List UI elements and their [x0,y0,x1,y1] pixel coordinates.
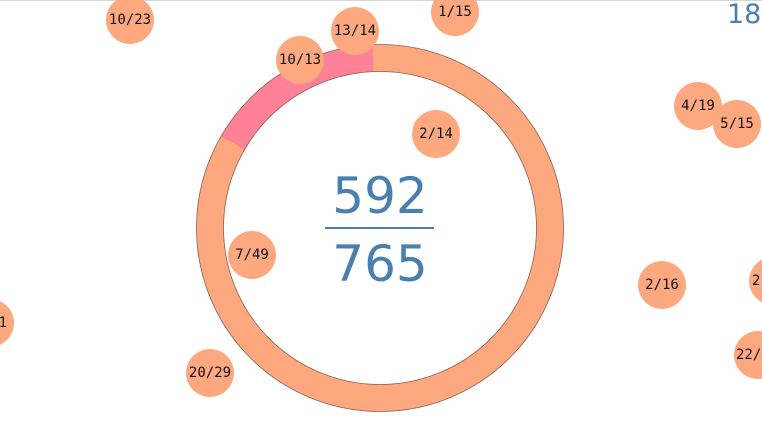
target-denominator: 765 [332,235,428,293]
fraction-bubble[interactable]: 7/49 [228,231,276,279]
ring-progress-fill [196,44,564,412]
fraction-bubble[interactable]: 5/15 [713,100,761,148]
fraction-bubble[interactable]: 1/15 [431,0,479,36]
fraction-bubble[interactable]: 20/29 [186,349,234,397]
fraction-bubble[interactable]: 1 [0,299,14,347]
top-border [0,0,762,1]
fraction-bar [325,227,434,229]
fraction-bubble[interactable]: 10/13 [276,36,324,84]
fraction-bubble[interactable]: 10/23 [106,0,154,44]
score-counter: 18 [727,0,762,30]
fraction-bubble[interactable]: 2/14 [412,110,460,158]
ring-inner-edge [223,71,537,385]
ring-outer-edge [196,44,564,412]
fraction-bubble[interactable]: 13/14 [331,7,379,55]
fraction-bubble[interactable]: 22/ [734,331,762,379]
target-numerator: 592 [332,167,428,225]
ring-track [196,44,564,412]
fraction-bubble[interactable]: 2/16 [638,261,686,309]
fraction-bubble[interactable]: 2 [749,257,762,305]
